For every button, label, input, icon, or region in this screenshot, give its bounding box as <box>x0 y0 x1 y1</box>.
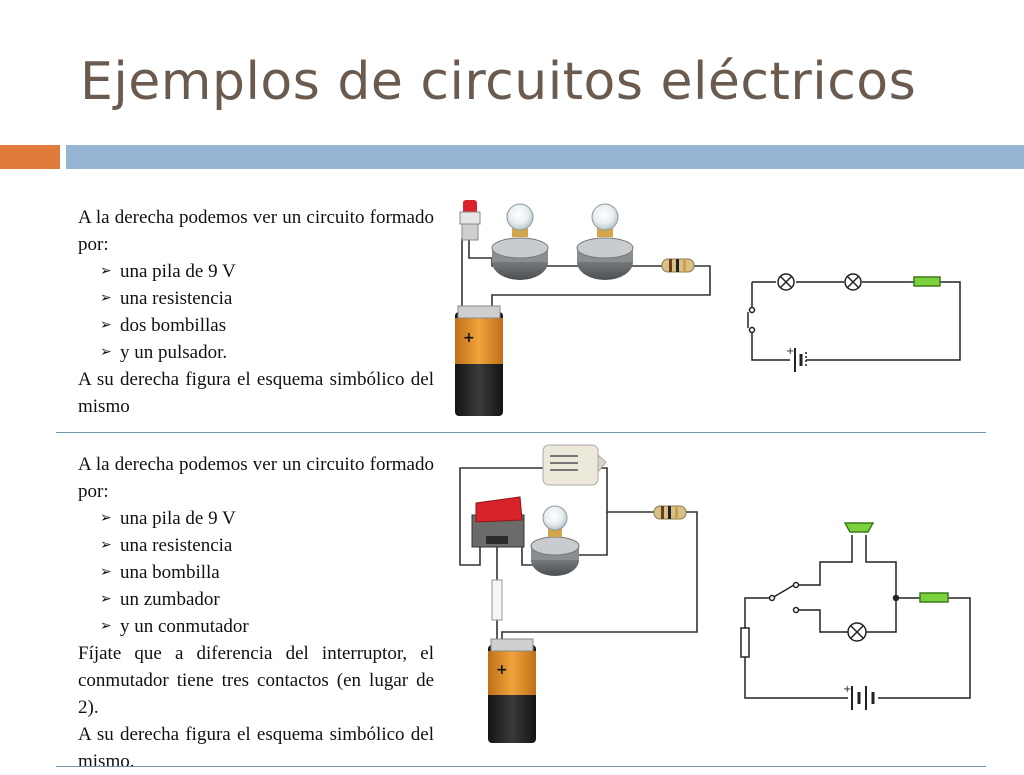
resistor-icon <box>653 505 687 520</box>
schematic-plus-sign: + <box>786 346 794 357</box>
resistor-symbol-icon <box>913 276 941 287</box>
list-item: ➢un zumbador <box>100 586 434 613</box>
list-item: ➢y un conmutador <box>100 613 434 640</box>
arrow-bullet-icon: ➢ <box>100 564 112 580</box>
arrow-bullet-icon: ➢ <box>100 263 112 279</box>
arrow-bullet-icon: ➢ <box>100 510 112 526</box>
section1-list: ➢una pila de 9 V ➢una resistencia ➢dos b… <box>78 258 434 366</box>
arrow-bullet-icon: ➢ <box>100 344 112 360</box>
list-item: ➢y un pulsador. <box>100 339 434 366</box>
slide-title: Ejemplos de circuitos eléctricos <box>80 52 917 112</box>
arrow-bullet-icon: ➢ <box>100 591 112 607</box>
list-item: ➢una pila de 9 V <box>100 505 434 532</box>
list-item: ➢una resistencia <box>100 532 434 559</box>
arrow-bullet-icon: ➢ <box>100 537 112 553</box>
lamp-symbol-icon <box>847 622 867 642</box>
battery-icon: + <box>488 638 536 743</box>
section2-list: ➢una pila de 9 V ➢una resistencia ➢una b… <box>78 505 434 640</box>
rocker-switch-icon <box>471 496 525 548</box>
bulb-icon <box>491 203 549 280</box>
section2-text: A la derecha podemos ver un circuito for… <box>78 451 434 775</box>
bulb-icon <box>530 505 580 576</box>
list-item: ➢una pila de 9 V <box>100 258 434 285</box>
section1-text: A la derecha podemos ver un circuito for… <box>78 204 434 420</box>
title-accent-bar-orange <box>0 145 60 169</box>
battery-icon: + <box>455 305 503 416</box>
section2-intro: A la derecha podemos ver un circuito for… <box>78 454 434 502</box>
battery-plus-sign: + <box>463 330 475 346</box>
fuse-icon <box>491 579 503 621</box>
arrow-bullet-icon: ➢ <box>100 317 112 333</box>
arrow-bullet-icon: ➢ <box>100 618 112 634</box>
circuit1-schematic <box>747 273 961 372</box>
lamp-symbol-icon <box>777 273 795 291</box>
push-button-icon <box>459 200 481 241</box>
lamp-symbol-icon <box>844 273 862 291</box>
battery-symbol-icon <box>794 348 807 372</box>
section1-intro: A la derecha podemos ver un circuito for… <box>78 207 434 255</box>
fuse-symbol-icon <box>740 627 750 658</box>
arrow-bullet-icon: ➢ <box>100 290 112 306</box>
battery-plus-sign: + <box>496 662 508 678</box>
resistor-icon <box>661 258 695 273</box>
list-item: ➢dos bombillas <box>100 312 434 339</box>
circuit2-schematic <box>740 522 971 710</box>
circuit2-wires <box>459 467 698 644</box>
bottom-divider <box>56 766 986 767</box>
list-item: ➢una resistencia <box>100 285 434 312</box>
section1-outro: A su derecha figura el esquema simbólico… <box>78 369 434 417</box>
section2-note: Fíjate que a diferencia del interruptor,… <box>78 643 434 718</box>
resistor-symbol-icon <box>919 592 949 603</box>
title-accent-bar-blue <box>66 145 1024 169</box>
buzzer-symbol-icon <box>843 522 875 533</box>
battery-symbol-icon <box>851 686 875 710</box>
list-item: ➢una bombilla <box>100 559 434 586</box>
schematic-plus-sign: + <box>843 684 851 695</box>
bulb-icon <box>576 203 634 280</box>
buzzer-icon <box>542 444 607 486</box>
section-divider <box>56 432 986 433</box>
